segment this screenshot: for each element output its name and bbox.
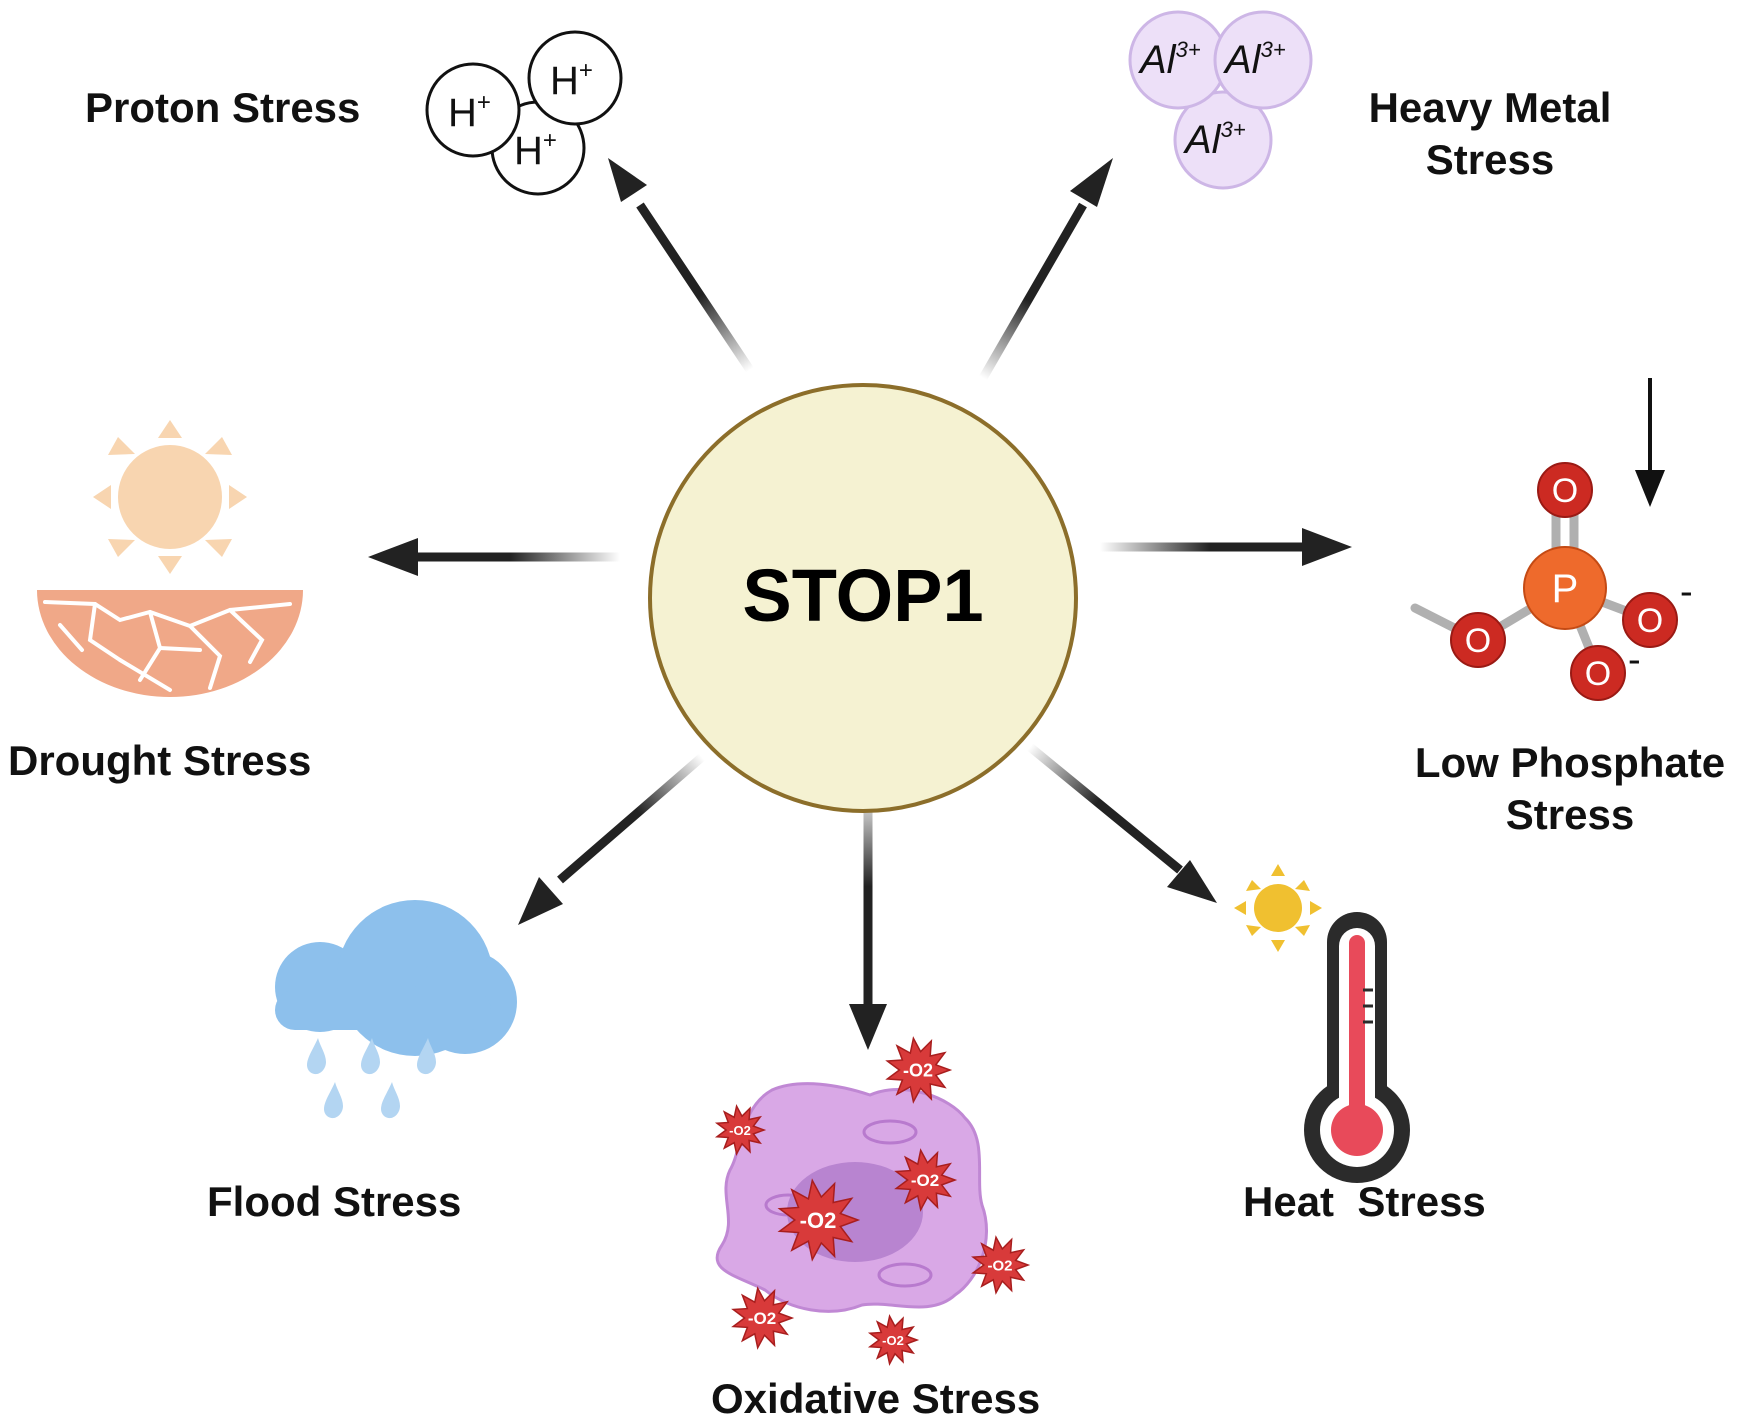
cell-with-superoxide-radicals-icon [715, 1082, 988, 1313]
proton-stress-label: Proton Stress [85, 84, 361, 131]
arrow-to-drought-stress [368, 538, 620, 576]
superoxide-radical-icon [971, 1235, 1031, 1295]
superoxide-radical-label: -O2 [903, 1060, 933, 1080]
sun-icon [93, 420, 247, 574]
raindrop-icons [307, 1038, 436, 1119]
heavy-metal-stress-line1: Heavy Metal [1368, 84, 1612, 131]
low-phosphate-stress-line1: Low Phosphate [1414, 739, 1726, 786]
aluminum-ion-labels: Al3+ Al3+ Al3+ [1138, 37, 1286, 162]
superoxide-radical-icon [777, 1178, 861, 1262]
heavy-metal-stress-label: Heavy Metal Stress [1330, 82, 1650, 186]
sun-over-cracked-soil-icon [37, 420, 303, 697]
svg-text:Al3+: Al3+ [1223, 37, 1286, 82]
superoxide-radical-icon [894, 1148, 958, 1212]
hydrogen-ion-cluster-icon [425, 30, 623, 196]
svg-text:H+: H+ [448, 89, 491, 135]
superoxide-radical-icon [714, 1104, 767, 1156]
aluminum-ion-cluster-icon [1128, 10, 1313, 190]
sun-thermometer-icon [1234, 864, 1410, 1183]
heavy-metal-stress-line2: Stress [1425, 136, 1555, 183]
svg-text:P: P [1552, 567, 1579, 611]
svg-text:-: - [1680, 571, 1693, 613]
svg-text:H+: H+ [514, 127, 557, 173]
low-phosphate-stress-line2: Stress [1505, 791, 1635, 838]
superoxide-radical-label: -O2 [911, 1171, 939, 1190]
svg-text:Al3+: Al3+ [1138, 37, 1201, 82]
arrow-to-heat-stress [1027, 743, 1217, 903]
oxidative-stress-label: Oxidative Stress [711, 1375, 1041, 1422]
arrow-to-proton-stress [608, 158, 754, 373]
rain-cloud-icon [275, 900, 517, 1119]
arrow-to-flood-stress [518, 753, 705, 925]
superoxide-radical-icon [885, 1036, 953, 1104]
arrow-to-oxidative-stress [849, 785, 887, 1050]
low-phosphate-stress-label: Low Phosphate Stress [1390, 737, 1750, 841]
svg-text:O: O [1552, 472, 1578, 510]
heat-sun-icon [1234, 864, 1322, 952]
svg-text:O: O [1465, 622, 1491, 660]
flood-stress-label: Flood Stress [207, 1178, 462, 1225]
superoxide-radical-label: -O2 [748, 1309, 776, 1328]
superoxide-radical-icon [867, 1314, 920, 1366]
svg-text:O: O [1585, 655, 1611, 693]
drought-stress-label: Drought Stress [8, 737, 312, 784]
phosphate-molecule-icon: O P O O O - - [1410, 378, 1693, 701]
superoxide-radical-group: -O2 -O2 -O2 -O2 -O2 -O2 -O2 [714, 1036, 1031, 1366]
svg-text:O: O [1637, 602, 1663, 640]
superoxide-radical-label: -O2 [987, 1258, 1012, 1275]
heat-stress-label: Heat Stress [1243, 1178, 1486, 1225]
svg-text:H+: H+ [550, 57, 593, 103]
superoxide-radical-icon [731, 1286, 795, 1350]
arrow-to-heavy-metal-stress [979, 158, 1113, 381]
superoxide-radical-label: -O2 [882, 1333, 904, 1348]
arrow-to-low-phosphate-stress [1100, 528, 1352, 566]
svg-text:-: - [1628, 639, 1641, 681]
superoxide-radical-label: -O2 [800, 1208, 837, 1233]
hydrogen-ion-labels: H+ H+ H+ [448, 57, 593, 173]
stop1-hub-label: STOP1 [742, 554, 984, 637]
stop1-hub-circle [648, 383, 1078, 813]
soil-cracks [43, 600, 292, 692]
superoxide-radical-label: -O2 [729, 1123, 751, 1138]
svg-text:Al3+: Al3+ [1183, 117, 1246, 162]
